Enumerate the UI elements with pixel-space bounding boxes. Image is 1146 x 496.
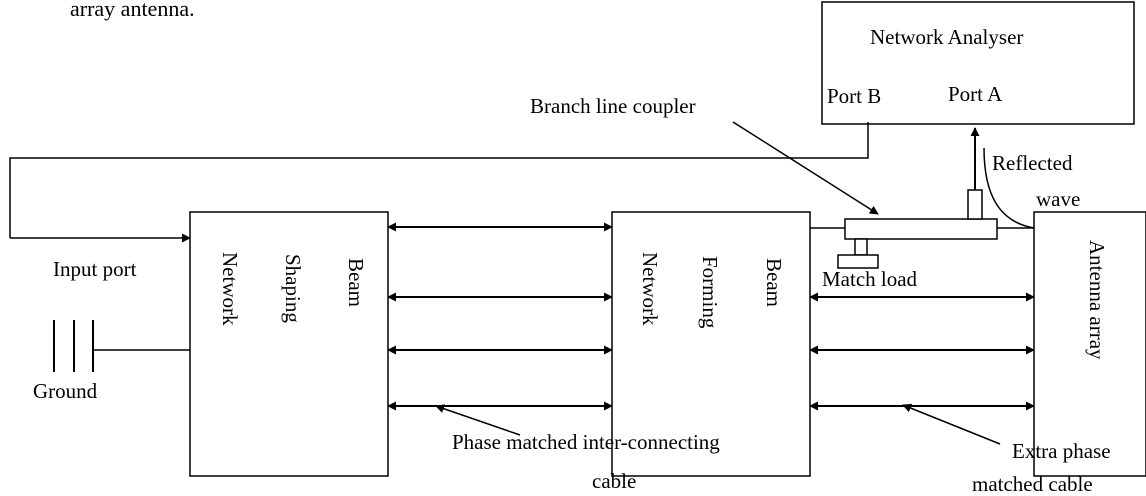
beam-forming-line-3: Network bbox=[638, 252, 662, 326]
port-a-label: Port A bbox=[948, 82, 1003, 106]
beam-forming-line-1: Beam bbox=[762, 258, 786, 307]
port-b-label: Port B bbox=[827, 84, 881, 108]
phase-matched-label-2: cable bbox=[592, 469, 636, 493]
ground-label: Ground bbox=[33, 379, 98, 403]
wave-label: wave bbox=[1036, 187, 1080, 211]
network-analyser-label: Network Analyser bbox=[870, 25, 1023, 49]
reflected-wave-curve bbox=[983, 147, 1035, 229]
reflected-label: Reflected bbox=[992, 151, 1073, 175]
input-port-label: Input port bbox=[53, 257, 137, 281]
match-load bbox=[837, 254, 879, 269]
coupler-coupled-port bbox=[967, 189, 983, 220]
coupler-isolated-port bbox=[854, 238, 868, 256]
branch-line-coupler bbox=[844, 218, 998, 240]
match-load-label: Match load bbox=[822, 267, 918, 291]
branch-line-coupler-label: Branch line coupler bbox=[530, 94, 696, 118]
beam-shaping-line-3: Network bbox=[218, 252, 242, 326]
extra-phase-label-2: matched cable bbox=[972, 472, 1093, 496]
beam-forming-line-2: Forming bbox=[698, 256, 722, 329]
phase-matched-label-1: Phase matched inter-connecting bbox=[452, 430, 720, 454]
extra-phase-label-1: Extra phase bbox=[1012, 439, 1111, 463]
beam-shaping-line-1: Beam bbox=[344, 258, 368, 307]
antenna-array-block bbox=[1033, 211, 1146, 477]
network-analyser-box bbox=[821, 1, 1135, 125]
extra-phase-pointer bbox=[902, 403, 1001, 445]
beam-forming-network-block bbox=[611, 211, 811, 477]
coupler-pointer-arrow bbox=[732, 121, 879, 215]
header-fragment: array antenna. bbox=[70, 0, 195, 21]
beam-shaping-line-2: Shaping bbox=[281, 254, 305, 323]
beam-shaping-network-block bbox=[189, 211, 389, 477]
antenna-array-label: Antenna array bbox=[1085, 240, 1109, 360]
phase-matched-pointer bbox=[435, 404, 521, 436]
port-b-feed-line bbox=[9, 122, 869, 238]
